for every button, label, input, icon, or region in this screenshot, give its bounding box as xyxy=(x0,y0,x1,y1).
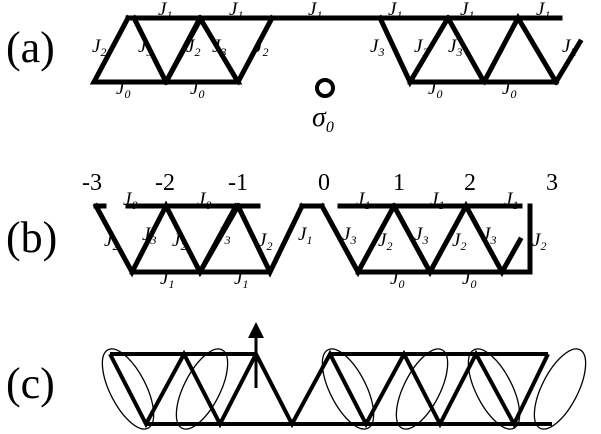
site-number: -2 xyxy=(155,170,175,196)
coupling-label: J1 xyxy=(388,0,402,22)
coupling-label: J3 xyxy=(448,36,462,59)
coupling-label: J3 xyxy=(216,224,230,247)
dimer-ellipse xyxy=(101,348,155,430)
dimer-ellipse xyxy=(533,348,587,430)
panel-b-side-couplings: J2 J3 J2 J3 J2 J1 J3 J2 J3 J2 J3 J2 xyxy=(104,224,546,253)
site-number: 3 xyxy=(546,170,558,196)
impurity-label: σ0 xyxy=(312,102,334,136)
coupling-label: J0 xyxy=(123,189,137,212)
coupling-label: J2 xyxy=(104,230,118,253)
coupling-label: J1 xyxy=(430,189,444,212)
coupling-label: J1 xyxy=(308,0,322,22)
dimer-ellipse xyxy=(467,348,521,430)
coupling-label: J3 xyxy=(142,224,156,247)
coupling-label: J0 xyxy=(116,78,130,101)
panel-c-label: (c) xyxy=(6,359,55,408)
coupling-label: J3 xyxy=(212,36,226,59)
coupling-label: J1 xyxy=(234,268,248,291)
dimer-ellipse xyxy=(175,348,229,430)
coupling-label: J1 xyxy=(536,0,550,22)
coupling-label: J1 xyxy=(160,268,174,291)
panel-a-top-couplings: J1 J1 J1 J1 J1 J1 xyxy=(158,0,550,22)
arrow-head xyxy=(248,322,264,338)
panel-b-top-couplings: J0 J0 J1 J1 J1 xyxy=(123,189,518,212)
panel-a-bottom-couplings: J0 J0 J0 J0 xyxy=(116,78,516,101)
coupling-label: J3 xyxy=(370,36,384,59)
coupling-label: J0 xyxy=(190,78,204,101)
coupling-label: J1 xyxy=(229,0,243,22)
site-number: 2 xyxy=(464,170,476,196)
coupling-label: J2 xyxy=(452,230,466,253)
coupling-label: J0 xyxy=(197,189,211,212)
coupling-label: J3 xyxy=(342,224,356,247)
panel-b-site-numbers: -3 -2 -1 0 1 2 3 xyxy=(82,170,558,196)
panel-a-label: (a) xyxy=(6,23,55,72)
coupling-label: J0 xyxy=(462,268,476,291)
coupling-label: J3 xyxy=(414,224,428,247)
coupling-label: J1 xyxy=(460,0,474,22)
coupling-label: J1 xyxy=(298,224,312,247)
panel-b-label: (b) xyxy=(6,213,57,262)
site-number: -1 xyxy=(228,170,248,196)
coupling-label: J0 xyxy=(428,78,442,101)
panel-b-bonds xyxy=(92,200,533,278)
coupling-label: J3 xyxy=(482,224,496,247)
panel-b-bottom-couplings: J1 J1 J0 J0 xyxy=(160,268,476,291)
coupling-label: J2 xyxy=(92,36,106,59)
panel-c-dimer-ellipses xyxy=(101,348,587,430)
panel-c-triangle-chain xyxy=(108,322,552,429)
dimer-ellipse xyxy=(321,348,375,430)
coupling-label: J2 xyxy=(172,230,186,253)
coupling-label: J2 xyxy=(254,36,268,59)
dimer-ellipse xyxy=(395,348,449,430)
coupling-label: J2 xyxy=(414,36,428,59)
coupling-label: J3 xyxy=(138,36,152,59)
panel-a-bonds xyxy=(89,12,584,88)
site-number: 0 xyxy=(318,170,330,196)
coupling-label: J2 xyxy=(378,230,392,253)
coupling-label: J0 xyxy=(390,268,404,291)
coupling-label: J0 xyxy=(502,78,516,101)
coupling-label: J2 xyxy=(258,230,272,253)
coupling-label: J1 xyxy=(158,0,172,22)
impurity-site xyxy=(315,78,335,98)
coupling-label: J2 xyxy=(186,36,200,59)
coupling-label: J2 xyxy=(532,230,546,253)
coupling-label: J1 xyxy=(504,189,518,212)
coupling-label: J2 xyxy=(562,36,576,59)
site-number: -3 xyxy=(82,170,102,196)
panel-a-side-couplings: J2 J3 J2 J3 J2 J3 J2 J3 J2 xyxy=(92,36,576,59)
coupling-label: J1 xyxy=(356,189,370,212)
site-number: 1 xyxy=(393,170,405,196)
